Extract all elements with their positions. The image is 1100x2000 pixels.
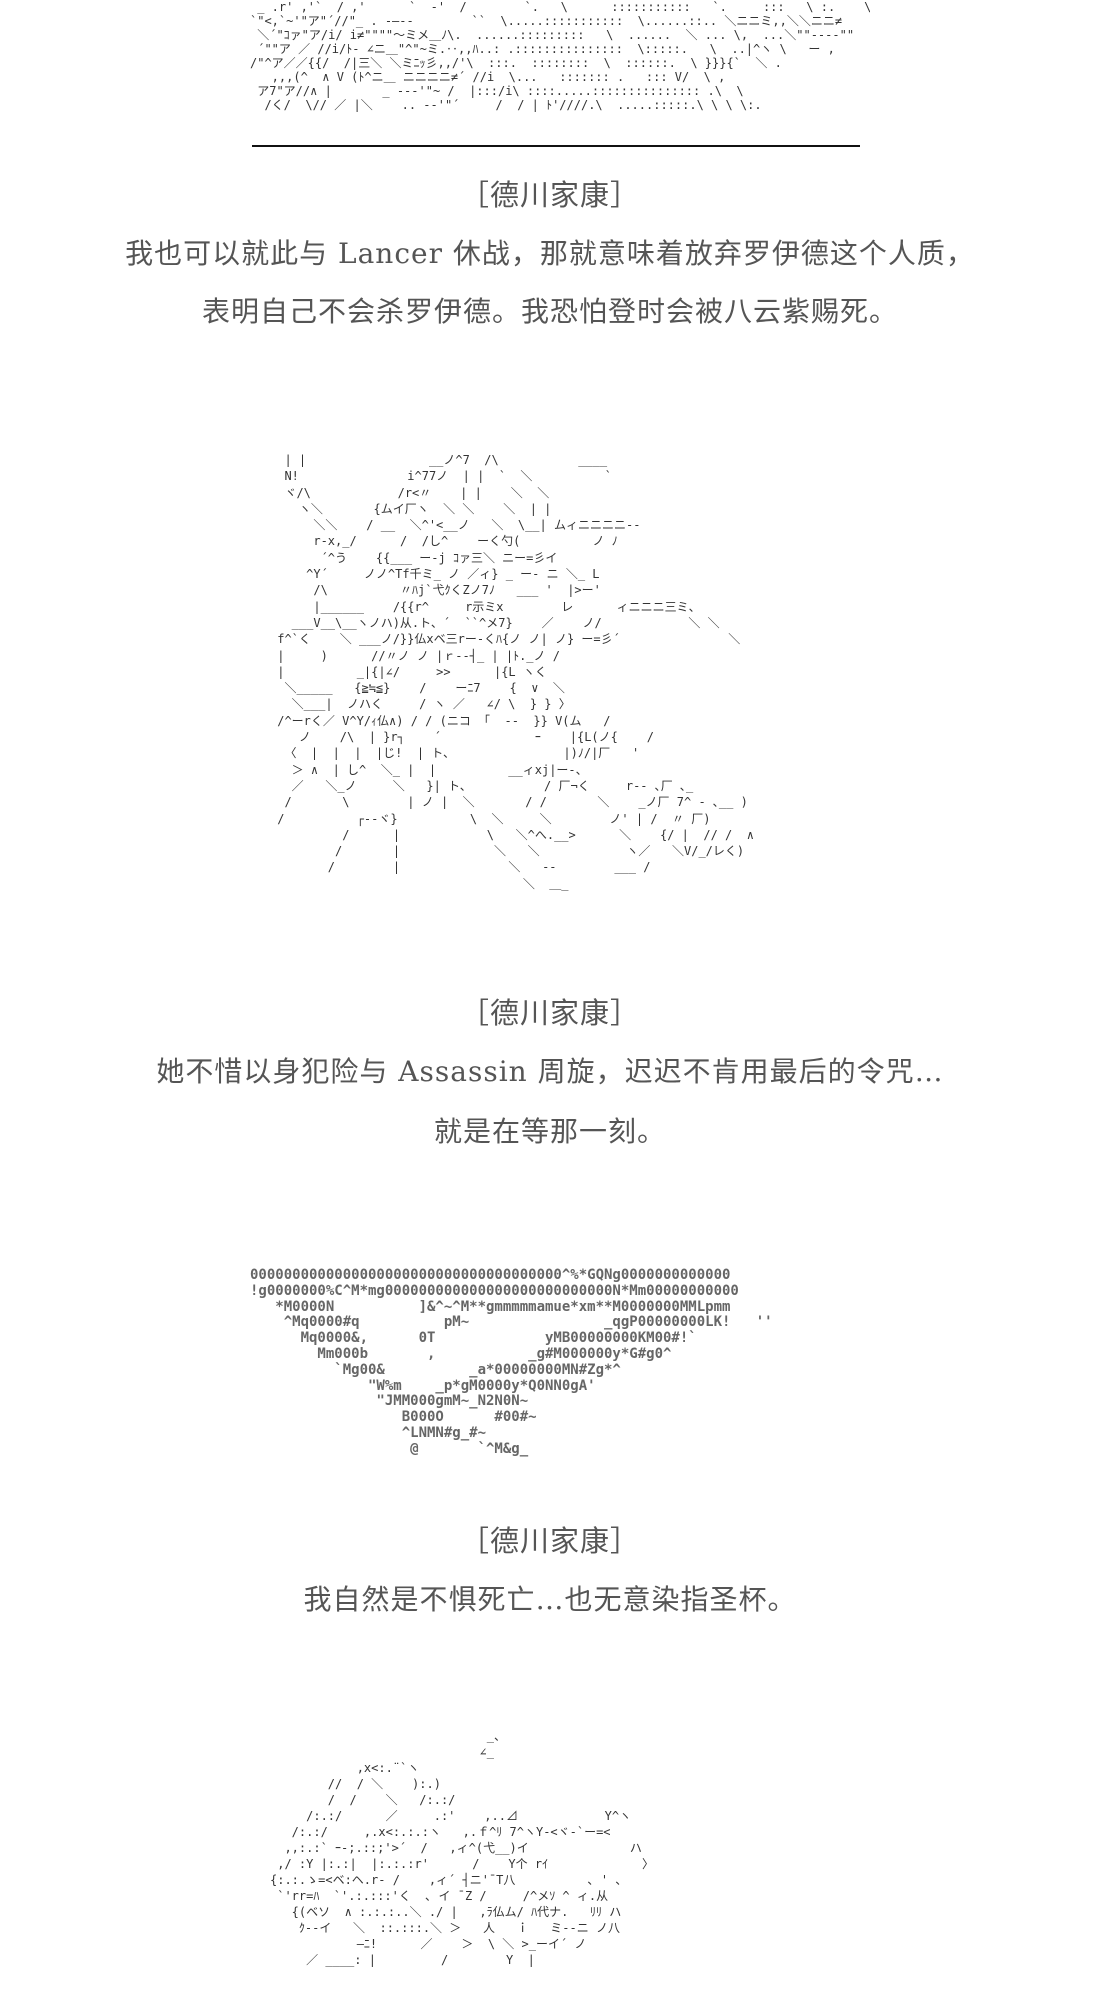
speaker-name: ［德川家康］ bbox=[459, 996, 640, 1030]
dialogue-line: 我自然是不惧死亡…也无意染指圣杯。 bbox=[303, 1583, 797, 1616]
speaker-name: ［德川家康］ bbox=[459, 1524, 640, 1558]
dialogue-line: 我也可以就此与 Lancer 休战，那就意味着放弃罗伊德这个人质， bbox=[125, 237, 975, 270]
dialogue-line: 表明自己不会杀罗伊德。我恐怕登时会被八云紫赐死。 bbox=[201, 295, 898, 328]
speaker-name: ［德川家康］ bbox=[459, 178, 640, 212]
ascii-art-block-1: _ .r' ,'` / ,' ` -' / `. \ ::::::::::: `… bbox=[250, 0, 870, 112]
ascii-art-block-2: | | __ノ^7 /\ ____ N! i^77ノ | | ` ＼ ` ヾ/\… bbox=[277, 453, 754, 891]
ascii-art-block-4: _、 ∠_ ,x<:.¨`ヽ // / ＼ ):.) / / ＼ /:.:/ /… bbox=[270, 1729, 655, 1967]
horizontal-rule bbox=[252, 145, 860, 147]
ascii-art-block-3: 0000000000000000000000000000000000000^%*… bbox=[250, 1268, 773, 1457]
dialogue-line: 就是在等那一刻。 bbox=[433, 1115, 666, 1148]
dialogue-line: 她不惜以身犯险与 Assassin 周旋，迟迟不肯用最后的令咒… bbox=[156, 1055, 944, 1088]
